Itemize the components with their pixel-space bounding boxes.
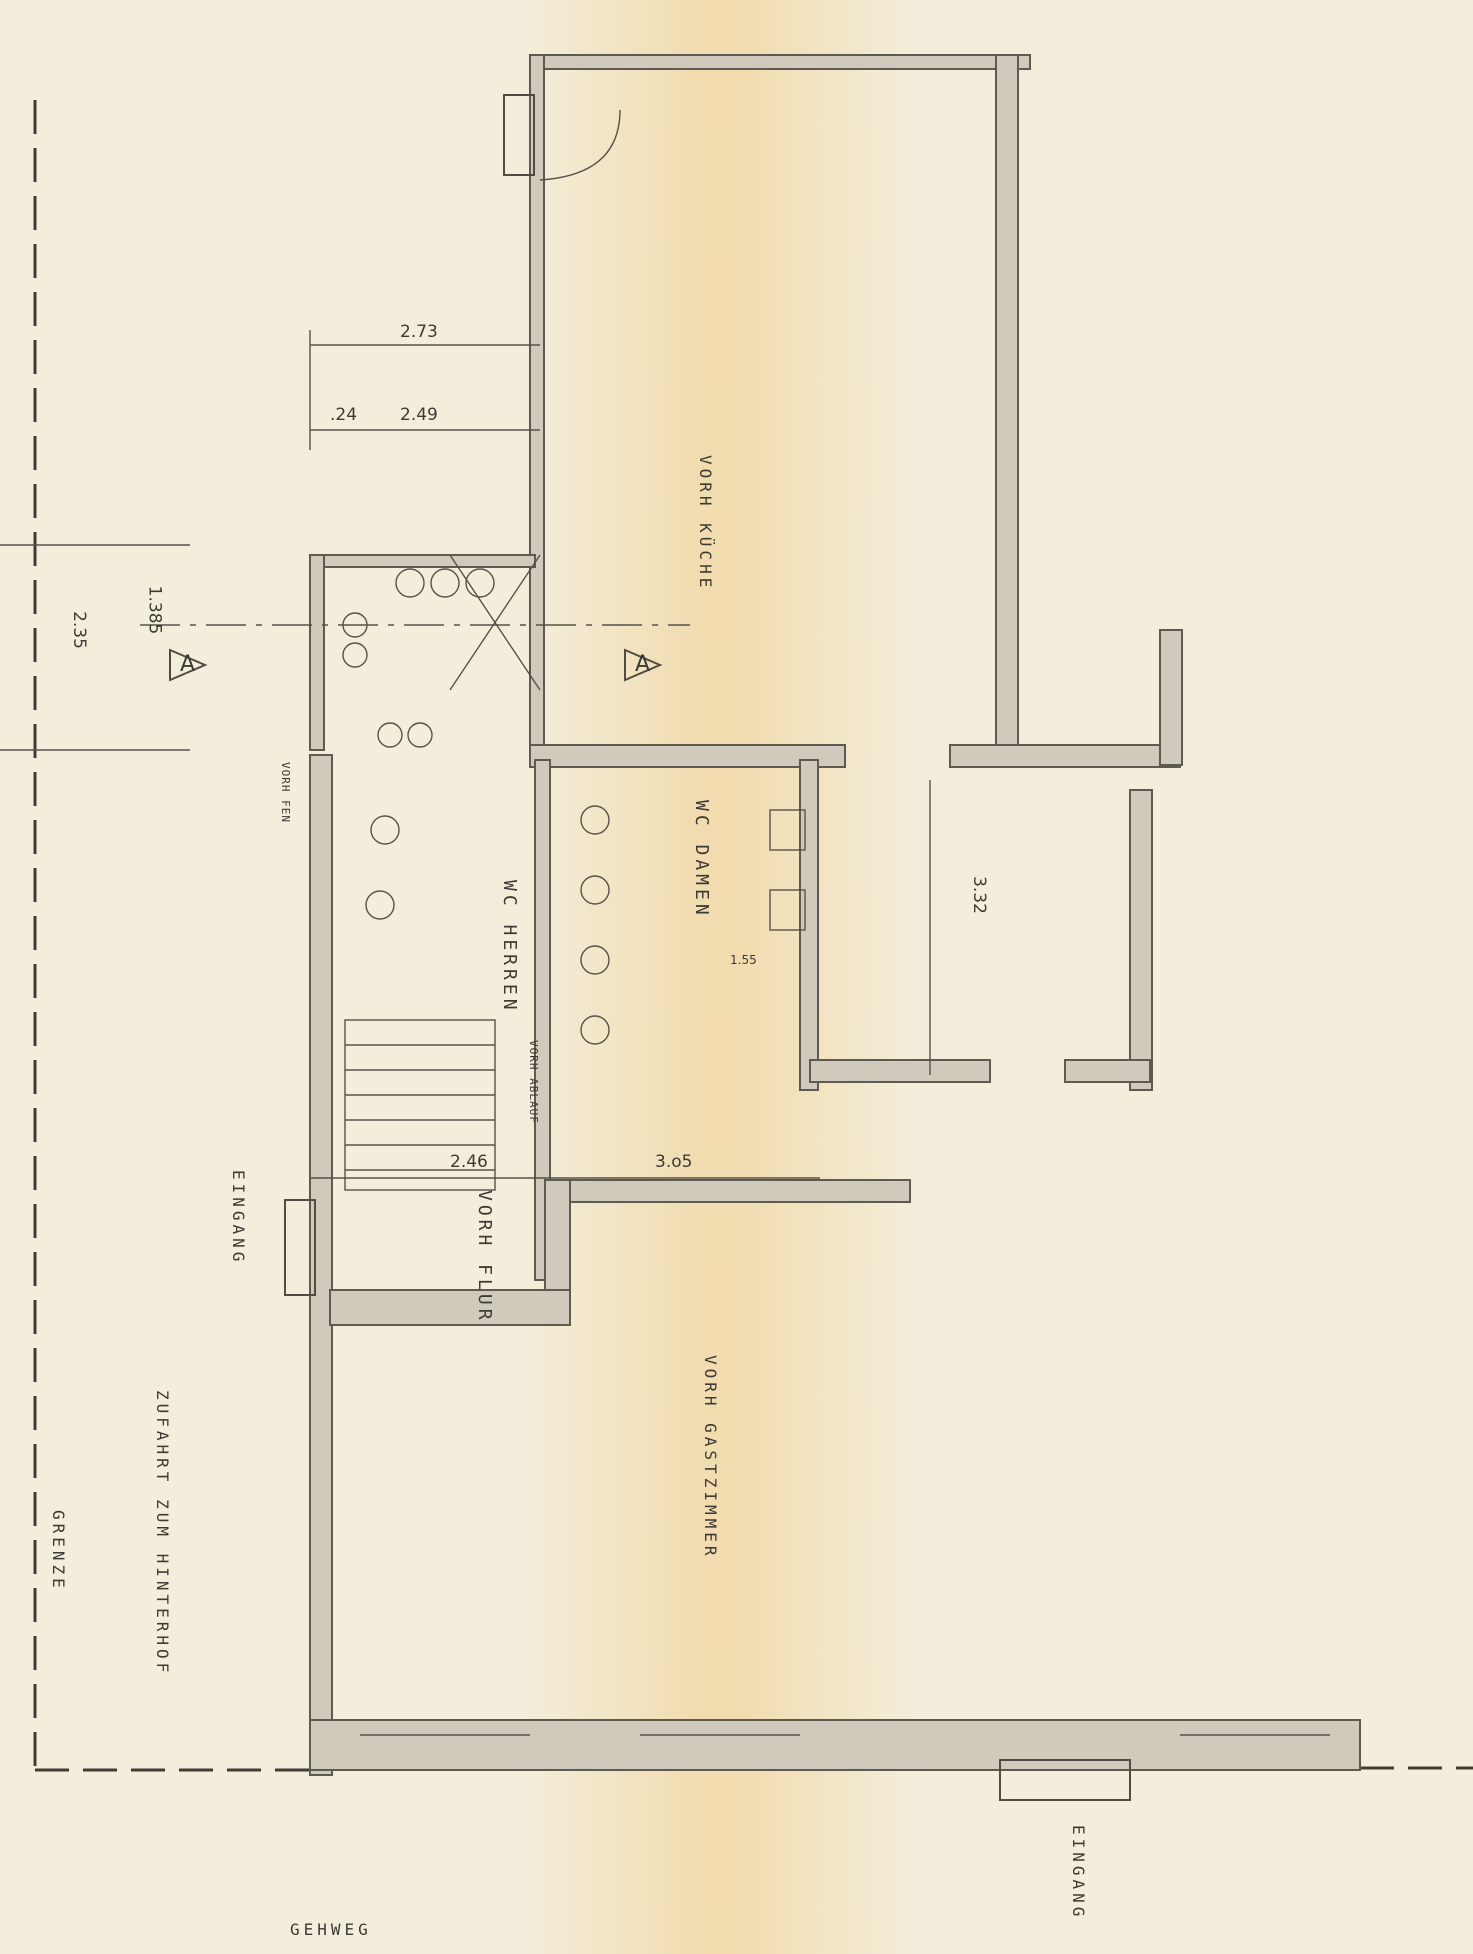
label-vorh-fenster: VORH FEN: [279, 762, 292, 823]
room-label-wc-ladies: WC DAMEN: [691, 800, 712, 919]
wc-left-wall-upper: [309, 554, 325, 751]
room-label-hallway: VORH FLUR: [474, 1190, 495, 1324]
stair: [344, 1019, 496, 1191]
annex-right-wall: [1129, 789, 1153, 1091]
sanitary-fixtures: [342, 554, 806, 1045]
hallway-bottom-wall: [329, 1289, 571, 1326]
label-vorh-ablauf: VORH ABLAUF: [527, 1040, 540, 1124]
room-label-wc-men: WC HERREN: [499, 880, 520, 1014]
dimension-1-55: 1.55: [730, 953, 757, 967]
annex-bottom-wall-right: [1064, 1059, 1151, 1083]
dimension-2-46: 2.46: [450, 1152, 488, 1172]
annex-right-wall-upper: [1159, 629, 1183, 766]
dimension-24: .24: [330, 405, 358, 425]
dimension-2-73: 2.73: [400, 322, 438, 342]
section-marker-left: A: [180, 652, 196, 677]
front-facade: [309, 1719, 1361, 1771]
room-label-guestroom: VORH GASTZIMMER: [701, 1355, 720, 1560]
dimension-3-05: 3.o5: [655, 1152, 693, 1172]
kitchen-door-swing: [539, 109, 621, 181]
wc-top-wall: [309, 554, 536, 568]
label-sidewalk: GEHWEG: [290, 1920, 372, 1939]
guestroom-top-wall: [569, 1179, 911, 1203]
front-entrance-step: [999, 1759, 1131, 1801]
dimension-2-49: 2.49: [400, 405, 438, 425]
west-wall: [309, 754, 333, 1776]
dimension-3-32: 3.32: [968, 876, 989, 914]
label-access-backyard: ZUFAHRT ZUM HINTERHOF: [153, 1390, 172, 1677]
annex-bottom-wall-left: [809, 1059, 991, 1083]
section-arrow-left: [169, 648, 208, 682]
kitchen-door-frame: [503, 94, 535, 176]
wc-divider-wall: [534, 759, 551, 1281]
annex-top-wall: [949, 744, 1181, 768]
kitchen-bottom-wall: [529, 744, 846, 768]
dimension-1-385: 1.385: [144, 585, 165, 635]
label-boundary: GRENZE: [49, 1510, 68, 1592]
section-marker-right: A: [635, 652, 651, 677]
label-front-entrance: EINGANG: [1069, 1825, 1088, 1921]
kitchen-right-wall: [995, 54, 1019, 756]
dimension-2-35: 2.35: [68, 611, 89, 649]
side-entrance-door: [284, 1199, 316, 1296]
label-side-entrance: EINGANG: [229, 1170, 248, 1266]
section-arrow-right: [624, 648, 663, 682]
kitchen-top-wall: [529, 54, 1031, 70]
kitchen-left-wall: [529, 54, 545, 756]
room-label-kitchen: VORH KÜCHE: [696, 455, 715, 592]
